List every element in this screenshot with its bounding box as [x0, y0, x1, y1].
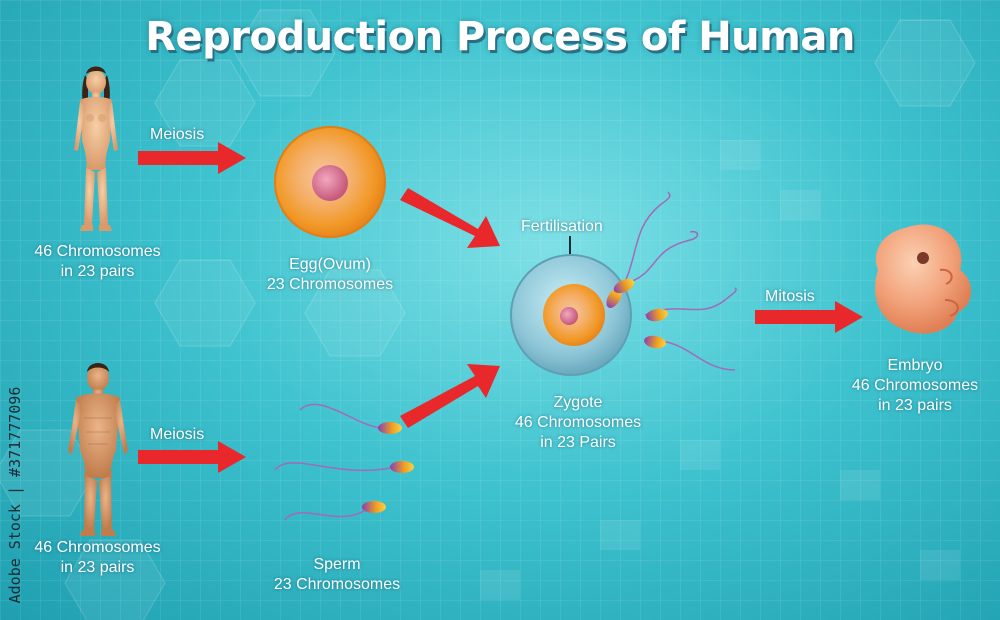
sperm-to-zygote-arrow: [400, 364, 500, 428]
egg-to-zygote-arrow: [400, 188, 500, 248]
sperm-label-line-2: 23 Chromosomes: [273, 576, 401, 593]
stock-id-text: Adobe Stock | #371777096: [6, 386, 24, 604]
female-chromosome-label: 46 Chromosomes in 23 pairs: [10, 242, 185, 282]
embryo-label-line-1: Embryo: [887, 357, 943, 374]
male-label-line-1: 46 Chromosomes: [34, 539, 161, 556]
meiosis-arrow-male: [138, 441, 246, 473]
meiosis-label-male: Meiosis: [150, 426, 205, 443]
stock-watermark: Adobe Stock | #371777096: [4, 380, 26, 610]
arrows: [138, 142, 863, 473]
female-figure: [74, 66, 118, 231]
meiosis-label-female: Meiosis: [150, 126, 205, 143]
female-label-line-1: 46 Chromosomes: [34, 243, 161, 260]
female-label-line-2: in 23 pairs: [60, 263, 135, 280]
zygote-sperm-heads: [606, 278, 668, 349]
fertilisation-label: Fertilisation: [521, 218, 603, 235]
embryo-label-line-2: 46 Chromosomes: [851, 377, 979, 394]
embryo-label: Embryo 46 Chromosomes in 23 pairs: [830, 356, 1000, 416]
sperm-cells: [274, 403, 414, 521]
embryo-label-line-3: in 23 pairs: [878, 397, 952, 414]
egg-cell: [274, 126, 386, 238]
zygote-label-line-3: in 23 Pairs: [540, 434, 616, 451]
diagram-title: Reproduction Process of Human: [145, 14, 855, 60]
egg-label-line-2: 23 Chromosomes: [266, 276, 394, 293]
sperm-label: Sperm 23 Chromosomes: [252, 555, 422, 595]
sperm-label-line-1: Sperm: [313, 556, 361, 573]
zygote-label-line-2: 46 Chromosomes: [514, 414, 642, 431]
mitosis-label: Mitosis: [765, 288, 815, 305]
zygote-label: Zygote 46 Chromosomes in 23 Pairs: [488, 393, 668, 453]
male-figure: [68, 363, 128, 536]
meiosis-arrow-female: [138, 142, 246, 174]
egg-label: Egg(Ovum) 23 Chromosomes: [245, 255, 415, 295]
male-chromosome-label: 46 Chromosomes in 23 pairs: [10, 538, 185, 578]
egg-label-line-1: Egg(Ovum): [289, 256, 371, 273]
zygote-label-line-1: Zygote: [553, 394, 603, 411]
mitosis-arrow: [755, 301, 863, 333]
embryo: [874, 224, 972, 334]
zygote-sperm-group: [617, 191, 737, 371]
male-label-line-2: in 23 pairs: [60, 559, 135, 576]
zygote-cell: [510, 254, 632, 376]
